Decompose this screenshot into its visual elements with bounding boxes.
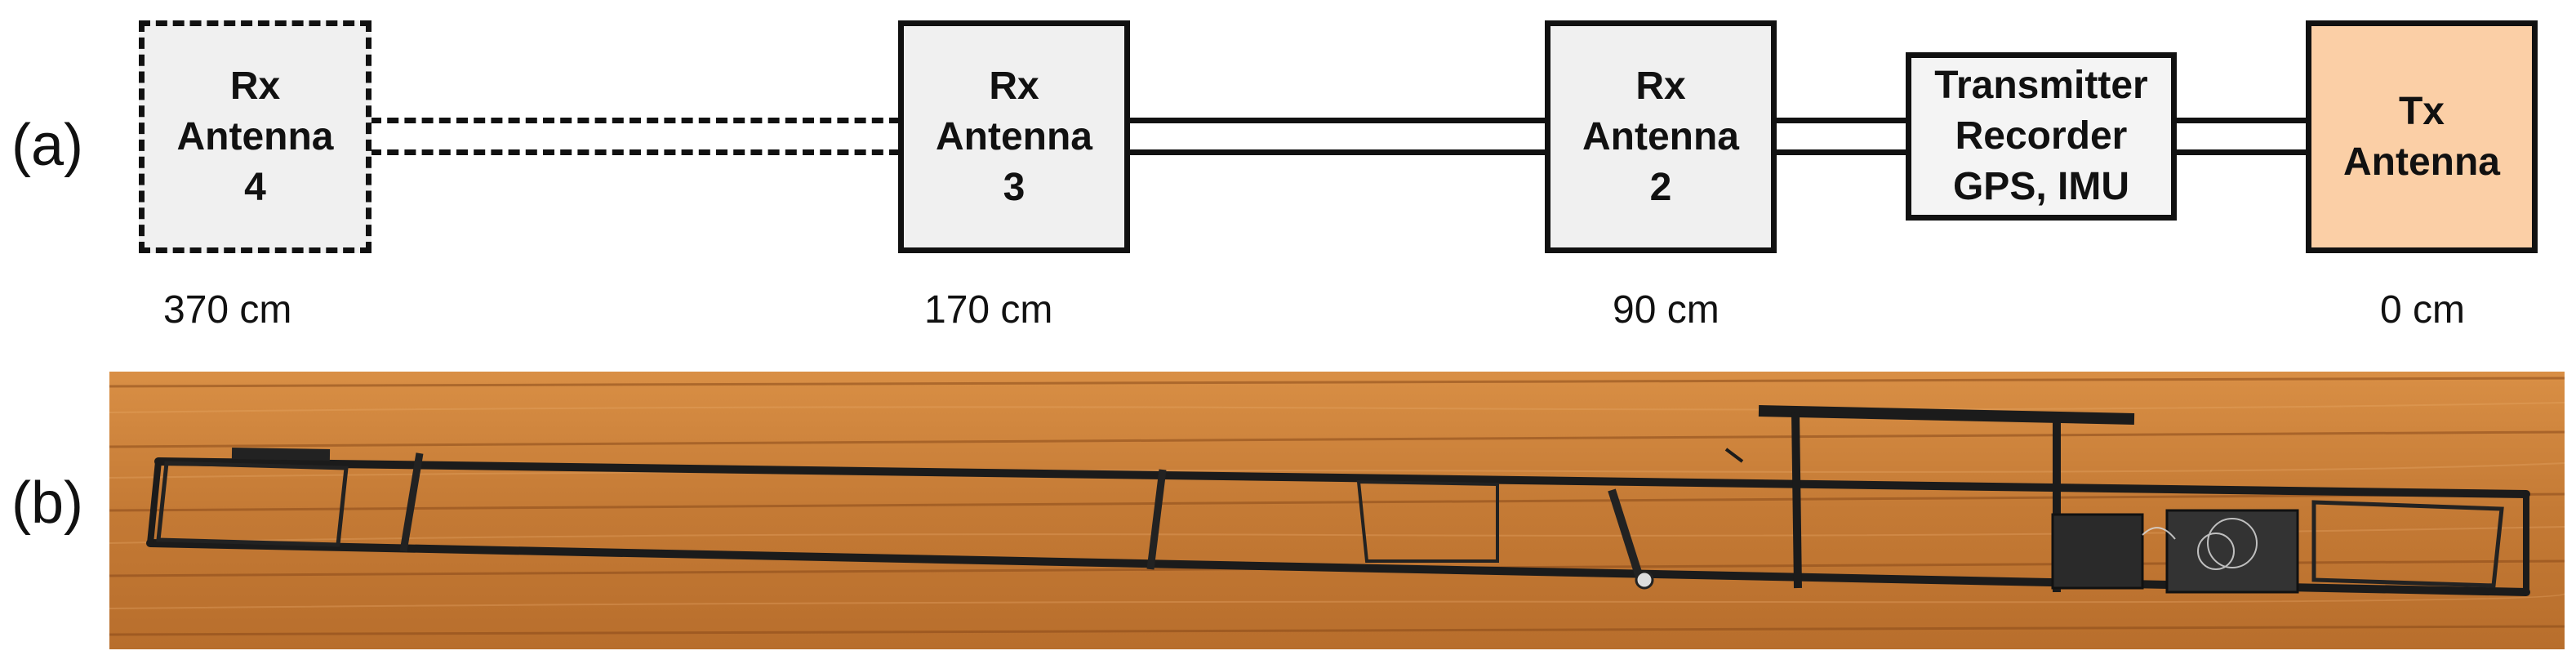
rx4-line1: Rx <box>229 64 281 108</box>
distance-rx4: 370 cm <box>163 288 292 332</box>
rx3-line3: 3 <box>1003 165 1026 209</box>
transmitter-line3: GPS, IMU <box>1952 165 2129 208</box>
connector-rx4-rx3-top <box>370 118 901 123</box>
rx4-line3: 4 <box>244 165 266 209</box>
connector-rx4-rx3-bottom <box>370 149 901 155</box>
tx-antenna-loop <box>2311 500 2504 588</box>
tx-antenna-box: Tx Antenna <box>2306 20 2538 253</box>
distance-rx2: 90 cm <box>1613 288 1720 332</box>
antenna-frame-photo <box>109 372 2565 649</box>
connector-transmitter-tx-top <box>2173 118 2309 123</box>
panel-label-b: (b) <box>11 470 83 536</box>
transmitter-recorder-box: Transmitter Recorder GPS, IMU <box>1906 52 2177 221</box>
rx2-line3: 2 <box>1649 165 1672 209</box>
rx-antenna-4-loop <box>156 448 424 552</box>
rx-antenna-3-mount <box>1146 469 1499 570</box>
distance-tx: 0 cm <box>2380 288 2466 332</box>
connector-rx3-rx2-bottom <box>1127 149 1547 155</box>
wood-floor <box>109 372 2565 649</box>
tx-line2: Antenna <box>2343 140 2500 184</box>
connector-rx2-transmitter-top <box>1773 118 1909 123</box>
rx2-line1: Rx <box>1635 64 1686 108</box>
rx3-line1: Rx <box>989 64 1039 108</box>
rx-antenna-2-mount <box>1608 488 1654 590</box>
connector-rx2-transmitter-bottom <box>1773 149 1909 155</box>
electronics-unit <box>2051 509 2299 594</box>
transmitter-mast <box>1724 405 2135 592</box>
tx-line1: Tx <box>2398 89 2445 133</box>
transmitter-line2: Recorder <box>1955 114 2128 158</box>
distance-rx3: 170 cm <box>924 288 1053 332</box>
rx3-line2: Antenna <box>936 114 1092 158</box>
rx-antenna-4-box: Rx Antenna 4 <box>139 20 371 253</box>
connector-transmitter-tx-bottom <box>2173 149 2309 155</box>
transmitter-line1: Transmitter <box>1934 64 2148 107</box>
rx-antenna-2-box: Rx Antenna 2 <box>1545 20 1777 253</box>
connector-rx3-rx2-top <box>1127 118 1547 123</box>
rx4-line2: Antenna <box>176 114 334 158</box>
rx2-line2: Antenna <box>1582 114 1739 158</box>
panel-label-a: (a) <box>11 113 83 178</box>
rx-antenna-3-box: Rx Antenna 3 <box>898 20 1130 253</box>
